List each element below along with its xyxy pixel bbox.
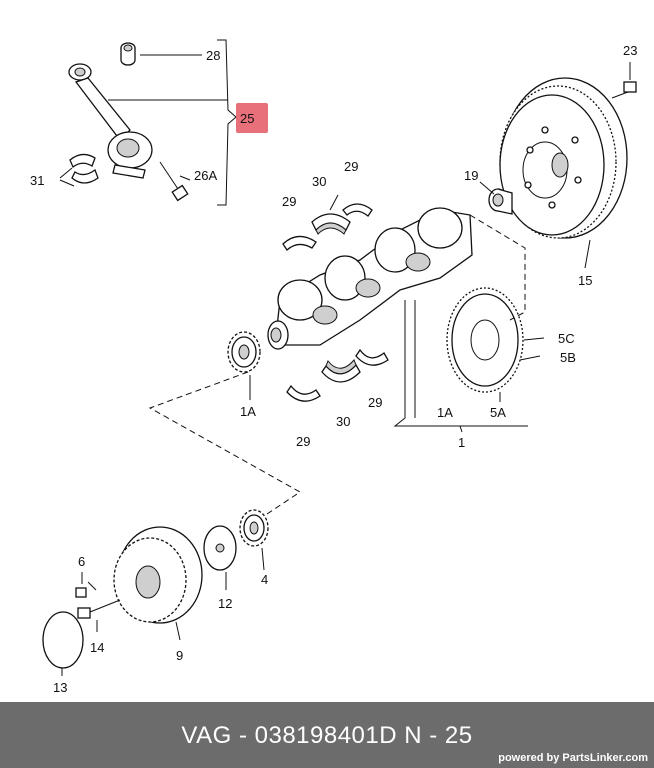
label-25: 25: [240, 111, 254, 126]
label-23: 23: [623, 43, 637, 58]
label-6: 6: [78, 554, 85, 569]
bolt-part-5b[interactable]: [519, 355, 541, 361]
bolt-part-6[interactable]: [75, 581, 97, 598]
bolt-part-23[interactable]: [611, 62, 637, 99]
bolt-part-5c[interactable]: [523, 337, 545, 341]
sprocket-part-4[interactable]: [239, 509, 269, 547]
label-29-bottom-left: 29: [296, 434, 310, 449]
cap-part-13[interactable]: [42, 611, 84, 669]
footer-bar: VAG - 038198401D N - 25 powered by Parts…: [0, 702, 654, 768]
label-13: 13: [53, 680, 67, 695]
flywheel-part-15[interactable]: [499, 77, 628, 239]
part-number-caption: VAG - 038198401D N - 25: [181, 722, 473, 749]
label-28: 28: [206, 48, 220, 63]
label-1a-left: 1A: [240, 404, 256, 419]
highlight-part-25[interactable]: [236, 103, 268, 133]
label-15: 15: [578, 273, 592, 288]
bolt-part-26a[interactable]: [159, 161, 189, 202]
label-19: 19: [464, 168, 478, 183]
label-26a: 26A: [194, 168, 217, 183]
label-29-bottom-right: 29: [368, 395, 382, 410]
pulley-part-9[interactable]: [113, 526, 203, 624]
label-29-top-right: 29: [344, 159, 358, 174]
brand-link[interactable]: powered by PartsLinker.com: [498, 752, 648, 764]
thrust-washer-part-29-top-right[interactable]: [342, 203, 373, 217]
bushing-part-28[interactable]: [120, 42, 136, 66]
connecting-rod-part-25[interactable]: [68, 63, 153, 179]
bolt-part-14[interactable]: [77, 599, 121, 619]
bearing-shell-part-30-bottom[interactable]: [321, 359, 361, 383]
label-30-bottom: 30: [336, 414, 350, 429]
washer-part-12[interactable]: [203, 525, 237, 571]
thrust-washer-part-29-top-left[interactable]: [282, 235, 317, 251]
sender-wheel-part-5a[interactable]: [446, 287, 524, 393]
label-5a: 5A: [490, 405, 506, 420]
label-12: 12: [218, 596, 232, 611]
thrust-washer-part-29-bottom-right[interactable]: [355, 348, 389, 366]
label-14: 14: [90, 640, 104, 655]
label-1a-right: 1A: [437, 405, 453, 420]
connecting-rod-group: [59, 39, 268, 206]
label-5c: 5C: [558, 331, 575, 346]
sprocket-part-1a[interactable]: [227, 331, 261, 373]
crankshaft-part-1[interactable]: [267, 207, 473, 350]
exploded-parts-diagram: 28 25 31 26A 23 19 15 30 29 29 5C 5B 1A …: [30, 39, 637, 695]
label-4: 4: [261, 572, 268, 587]
label-30-top: 30: [312, 174, 326, 189]
needle-bearing-part-19[interactable]: [479, 181, 513, 215]
label-1: 1: [458, 435, 465, 450]
label-29-top-left: 29: [282, 194, 296, 209]
label-5b: 5B: [560, 350, 576, 365]
thrust-washer-part-29-bottom-left[interactable]: [286, 384, 321, 402]
group-bracket: [217, 39, 237, 206]
bearing-shell-part-30-top[interactable]: [311, 213, 351, 235]
label-31: 31: [30, 173, 44, 188]
label-9: 9: [176, 648, 183, 663]
bearing-shells-part-31[interactable]: [69, 153, 99, 184]
